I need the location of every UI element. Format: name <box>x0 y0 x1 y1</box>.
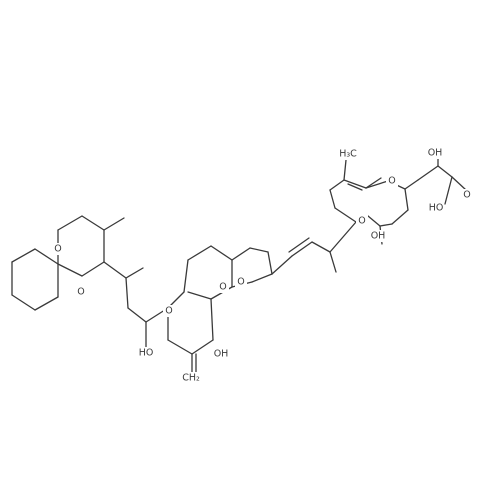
svg-text:HO: HO <box>429 203 444 214</box>
bond-14 <box>125 267 144 279</box>
svg-text:O: O <box>388 176 395 187</box>
bond-53 <box>365 180 389 189</box>
bond-35 <box>251 273 273 283</box>
atom-o-thf: O <box>235 276 247 288</box>
atom-oh-acid: HO <box>428 202 444 214</box>
bond-46 <box>343 179 367 189</box>
svg-text:O: O <box>77 287 84 298</box>
atom-oh-spiro-b: OH <box>370 230 386 242</box>
bond-37 <box>271 255 293 275</box>
bond-8 <box>81 215 105 231</box>
bond-16 <box>127 307 147 323</box>
bond-43 <box>334 207 357 223</box>
atom-methylene: CH₂ <box>180 372 202 384</box>
svg-text:O: O <box>358 216 365 227</box>
svg-text:HO: HO <box>139 348 154 359</box>
bond-42 <box>329 221 357 253</box>
bond-15 <box>125 277 129 309</box>
bond-51 <box>367 215 381 227</box>
bond-58 <box>404 179 419 190</box>
bond-62 <box>451 176 467 191</box>
svg-text:OH: OH <box>371 231 386 242</box>
bond-40 <box>311 241 331 253</box>
bond-5 <box>11 248 36 263</box>
svg-text:OH: OH <box>214 349 229 360</box>
atom-oh-acid-alpha: OH <box>427 147 443 159</box>
atom-o-terminal-spiro-2: O <box>75 286 87 298</box>
bond-12 <box>103 217 125 231</box>
bond-7 <box>57 215 83 231</box>
atom-o-pyran-1: O <box>163 305 175 317</box>
svg-text:O: O <box>54 244 61 255</box>
bond-21 <box>187 245 212 261</box>
atom-oh-side-chain: HO <box>138 347 154 359</box>
atom-o-terminal-spiro-1: O <box>52 243 64 255</box>
svg-text:O: O <box>165 306 172 317</box>
bond-27 <box>167 339 193 355</box>
bond-28 <box>191 339 214 355</box>
bond-44 <box>329 189 336 209</box>
bond-38 <box>291 241 313 257</box>
bond-56 <box>391 209 409 225</box>
bond-49 <box>343 159 347 181</box>
bond-10 <box>81 261 105 277</box>
bond-11 <box>57 263 83 277</box>
bond-63 <box>444 176 453 205</box>
bond-33 <box>249 247 269 253</box>
bond-59 <box>417 165 439 181</box>
atom-methyl-top: H₃C <box>336 148 360 160</box>
bond-34 <box>267 251 273 275</box>
atom-o-pyran-2: O <box>217 281 229 293</box>
bond-55 <box>404 188 409 211</box>
svg-text:O: O <box>219 282 226 293</box>
atom-labels: O O HO O O OH CH₂ O H₃C O O OH OH HO O <box>52 147 473 384</box>
atom-o-spiro-b1: O <box>386 175 398 187</box>
bond-4 <box>34 248 59 265</box>
bond-41 <box>329 251 337 273</box>
bond-13 <box>103 261 127 279</box>
bond-2 <box>34 296 59 311</box>
bond-29 <box>210 298 214 341</box>
svg-text:O: O <box>237 277 244 288</box>
svg-text:H₃C: H₃C <box>339 149 357 160</box>
bond-20 <box>183 259 189 293</box>
bond-47 <box>347 183 363 191</box>
bond-45 <box>329 179 345 191</box>
bond-48 <box>365 177 382 189</box>
bond-1 <box>11 294 36 311</box>
bond-61 <box>437 165 453 178</box>
atom-oh-pyran: OH <box>213 348 229 360</box>
bond-57 <box>379 223 393 227</box>
bond-32 <box>231 247 251 261</box>
bond-39 <box>288 237 310 253</box>
bond-22 <box>210 245 233 261</box>
svg-text:O: O <box>463 190 470 201</box>
atom-o-spiro-b2: O <box>356 215 368 227</box>
atom-o-acid-carbonyl: O <box>461 189 473 201</box>
svg-text:OH: OH <box>428 148 443 159</box>
bond-25 <box>187 291 212 300</box>
svg-text:CH₂: CH₂ <box>182 373 200 384</box>
